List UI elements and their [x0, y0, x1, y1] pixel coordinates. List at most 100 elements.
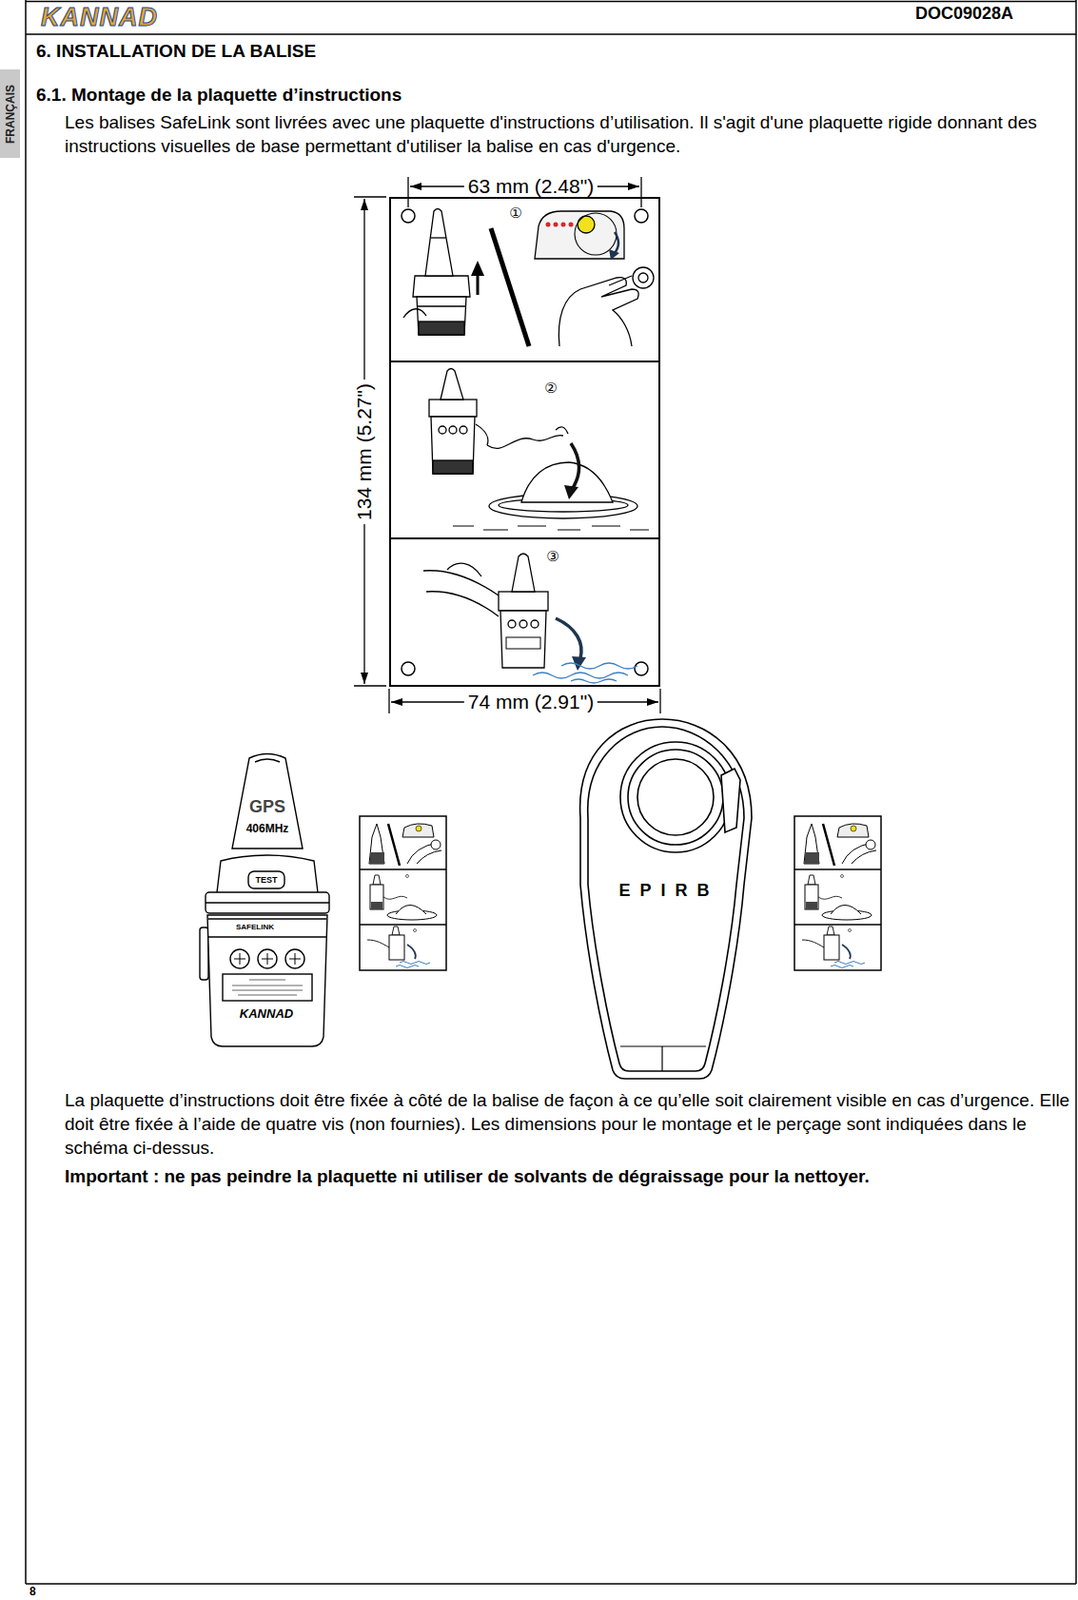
page-frame [25, 0, 1077, 3]
step-3-illustration [511, 553, 535, 592]
step-1-illustration [574, 213, 617, 255]
safelink-beacon [234, 953, 301, 965]
step-1-illustration [561, 222, 567, 228]
callout-number: ① [509, 205, 522, 222]
dimension-label: 63 mm (2.48") [464, 175, 598, 198]
dimension-lines [360, 198, 369, 211]
step-3-illustration [423, 553, 638, 684]
dimension-lines [353, 685, 387, 686]
step-2-illustration [487, 435, 564, 450]
step-1-illustration [490, 228, 530, 347]
step-1-illustration [403, 309, 427, 318]
step-3-illustration [532, 672, 628, 679]
epirb-bracket [620, 742, 731, 853]
brand-marking: KANNAD [239, 1006, 294, 1022]
safelink-beacon [207, 915, 328, 1047]
step-2-illustration [452, 526, 649, 530]
dimension-lines [353, 176, 661, 714]
step-3-illustration [426, 591, 499, 617]
epirb-bracket [721, 768, 741, 833]
step-2-illustration [521, 462, 613, 503]
dimension-lines [640, 176, 642, 208]
product-name: SAFELINK [235, 922, 275, 933]
step-1-illustration [470, 260, 485, 276]
page-frame [1075, 0, 1078, 1585]
bracket-marking: EPIRB [608, 880, 719, 902]
step-1-illustration [568, 222, 574, 228]
document-number: DOC09028A [915, 3, 1014, 24]
page-frame [25, 1583, 1077, 1586]
language-tab [0, 69, 20, 158]
step-2-illustration [429, 369, 649, 531]
step-2-illustration [431, 416, 475, 474]
step-3-illustration [500, 610, 547, 668]
step-3-illustration [530, 620, 539, 628]
dimension-lines [391, 698, 403, 706]
step-3-illustration [555, 618, 582, 659]
safelink-beacon [222, 974, 313, 1001]
epirb-bracket [661, 1046, 663, 1072]
epirb-bracket [637, 759, 714, 836]
step-2-illustration [459, 426, 468, 434]
step-1-illustration [553, 222, 559, 228]
step-1-illustration [416, 305, 467, 307]
step-1-illustration [558, 277, 639, 347]
safelink-beacon [205, 901, 330, 903]
epirb-bracket [627, 749, 724, 845]
step-2-illustration [570, 443, 580, 489]
step-2-illustration [440, 369, 464, 401]
step-1-illustration [546, 222, 551, 228]
page-frame [25, 0, 1077, 1585]
step-2-illustration [475, 424, 489, 446]
page-number: 8 [29, 1586, 37, 1599]
body-paragraph: La plaquette d’instructions doit être fi… [64, 1088, 1072, 1160]
callout-number: ③ [546, 548, 559, 566]
page-frame [25, 33, 1077, 36]
callout-number: ② [544, 380, 557, 397]
step-3-illustration [506, 637, 541, 649]
dimension-label: 134 mm (5.27") [352, 379, 376, 525]
step-3-illustration [570, 679, 617, 684]
step-3-illustration [447, 563, 482, 577]
safelink-beacon [232, 980, 303, 996]
dimension-lines [388, 688, 390, 714]
dimension-lines [360, 672, 369, 685]
step-3-illustration [498, 591, 549, 611]
dimension-lines [407, 176, 409, 208]
step-1-illustration [431, 236, 447, 238]
step-1-illustration [614, 232, 619, 254]
frequency-marking: 406MHz [246, 822, 290, 836]
step-1-illustration [638, 273, 648, 283]
epirb-bracket [580, 719, 752, 1079]
test-button-label: TEST [254, 875, 277, 886]
epirb-bracket [588, 726, 745, 1072]
language-tab-label: FRANÇAIS [3, 84, 18, 144]
step-1-illustration [608, 249, 620, 260]
safelink-beacon [232, 754, 303, 850]
step-1-illustration [425, 209, 453, 277]
safelink-beacon [205, 892, 330, 914]
body-paragraph: Les balises SafeLink sont livrées avec u… [64, 110, 1069, 158]
step-3-illustration [561, 663, 638, 669]
safelink-beacon [199, 927, 209, 980]
epirb-bracket [620, 1045, 706, 1047]
safelink-beacon [208, 918, 327, 920]
step-2-illustration [555, 427, 569, 434]
step-1-illustration [412, 275, 471, 297]
instruction-panel: ① [389, 196, 661, 363]
mounting-holes [401, 209, 415, 223]
warning-note: Important : ne pas peindre la plaquette … [64, 1164, 1072, 1189]
step-1-illustration [416, 296, 467, 335]
step-1-illustration [534, 211, 625, 259]
step-2-illustration [429, 399, 477, 417]
instruction-panel: ② [389, 360, 661, 540]
step-1-illustration [608, 275, 632, 286]
mini-instruction-plaque [359, 816, 447, 971]
mounting-holes [634, 209, 648, 223]
step-1-illustration [577, 215, 595, 234]
subsection-heading: 6.1. Montage de la plaquette d’instructi… [36, 84, 402, 106]
step-1-illustration [403, 209, 654, 348]
dimension-lines [353, 196, 387, 197]
step-1-illustration [418, 321, 465, 335]
